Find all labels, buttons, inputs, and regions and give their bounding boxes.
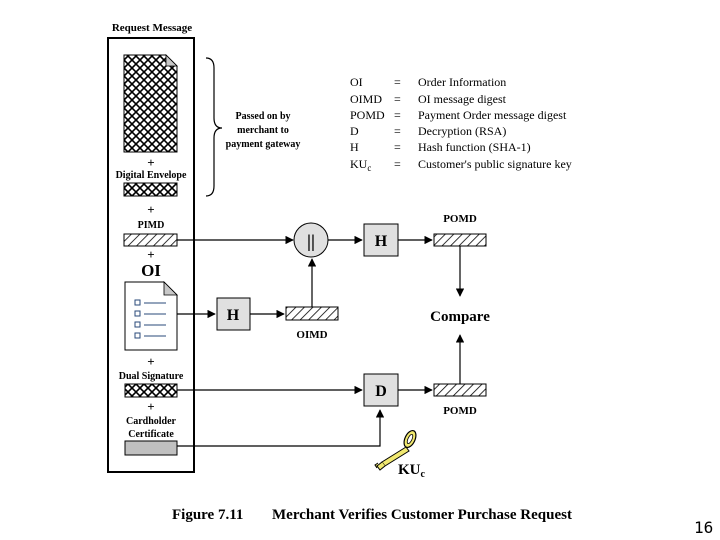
figure-caption: Merchant Verifies Customer Purchase Requ… <box>272 507 572 523</box>
legend-equals: = <box>394 140 401 154</box>
legend-equals: = <box>394 108 401 122</box>
legend-desc: Payment Order message digest <box>418 108 567 122</box>
key-icon <box>374 429 417 471</box>
brace-note-line3: payment gateway <box>226 139 301 150</box>
digital-envelope-block <box>123 182 178 197</box>
legend-equals: = <box>394 157 401 171</box>
compare-label: Compare <box>430 309 490 325</box>
hash-top-box <box>363 223 399 257</box>
plus-sign: + <box>147 247 154 262</box>
legend-desc: Order Information <box>418 75 506 89</box>
brace-icon <box>205 57 223 197</box>
decrypt-box <box>363 373 399 407</box>
pomd-top-label: POMD <box>443 213 477 225</box>
plus-sign: + <box>147 155 154 170</box>
legend-abbr: H <box>350 140 359 154</box>
hash-oi-label: H <box>227 307 240 324</box>
figure-number: Figure 7.11 <box>172 507 243 523</box>
dual-signature-block <box>124 383 178 398</box>
concat-symbol: || <box>307 231 315 251</box>
digital-envelope-label: Digital Envelope <box>116 170 187 181</box>
plus-sign: + <box>147 399 154 414</box>
decrypt-label: D <box>375 383 387 400</box>
certificate-to-decrypt-arrow <box>177 409 385 447</box>
pimd-label: PIMD <box>138 220 165 231</box>
certificate-label: Certificate <box>128 429 174 440</box>
brace-note-line2: merchant to <box>237 125 289 136</box>
oimd-block <box>285 306 339 321</box>
oimd-label: OIMD <box>296 329 327 341</box>
legend: OI = Order Information OIMD = OI message… <box>350 75 572 173</box>
pomd-bottom-block <box>433 383 487 397</box>
plus-sign: + <box>147 354 154 369</box>
oi-label: OI <box>141 261 161 280</box>
legend-abbr: D <box>350 124 359 138</box>
hash-oi-box <box>216 297 251 331</box>
key-label: KUc <box>398 462 426 480</box>
plus-sign: + <box>147 202 154 217</box>
request-message-title: Request Message <box>112 22 192 34</box>
legend-abbr: POMD <box>350 108 385 122</box>
pomd-top-block <box>433 233 487 247</box>
legend-abbr: OI <box>350 75 363 89</box>
cardholder-certificate-block <box>124 440 178 456</box>
legend-desc: Hash function (SHA-1) <box>418 140 531 154</box>
legend-desc: Customer's public signature key <box>418 157 572 171</box>
legend-desc: OI message digest <box>418 92 507 106</box>
legend-equals: = <box>394 124 401 138</box>
legend-equals: = <box>394 92 401 106</box>
pimd-block <box>123 233 178 247</box>
cardholder-label: Cardholder <box>126 416 177 427</box>
page-number: 16 <box>694 518 713 537</box>
payment-info-document-icon <box>123 54 178 153</box>
legend-equals: = <box>394 75 401 89</box>
hash-top-label: H <box>375 233 388 250</box>
legend-abbr: KUc <box>350 157 371 173</box>
dual-signature-label: Dual Signature <box>119 371 184 382</box>
request-message-box <box>107 37 195 473</box>
pomd-bottom-label: POMD <box>443 405 477 417</box>
legend-abbr: OIMD <box>350 92 382 106</box>
brace-note-line1: Passed on by <box>235 111 290 122</box>
legend-desc: Decryption (RSA) <box>418 124 506 138</box>
order-info-document-icon <box>124 281 178 351</box>
